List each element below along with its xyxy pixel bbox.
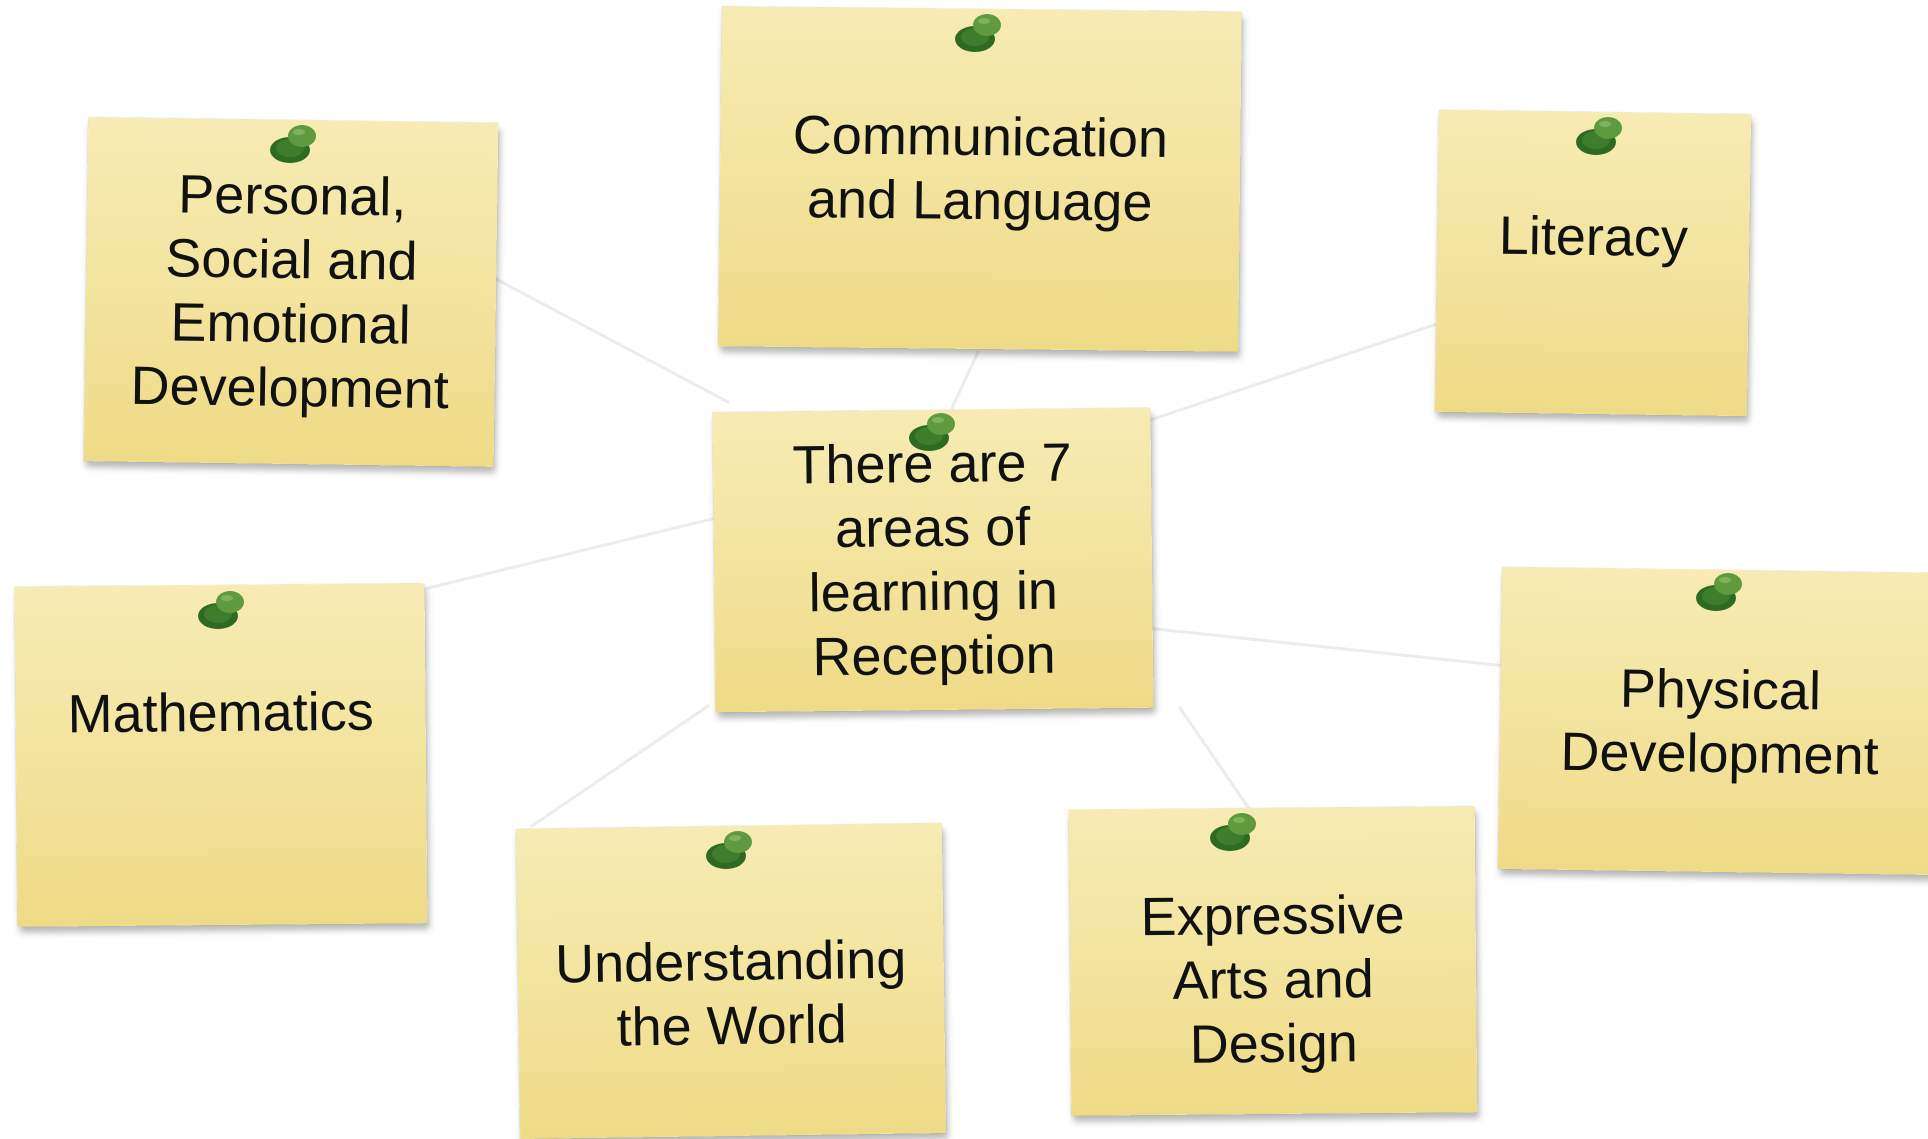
push-pin-icon [706,831,752,869]
note-personal-social-emotional: Personal, Social and Emotional Developme… [83,117,499,467]
note-label: Personal, Social and Emotional Developme… [130,164,450,421]
note-label: Literacy [1498,205,1689,269]
connector-lit [1148,321,1442,422]
push-pin-icon [909,413,955,451]
note-label: There are 7 areas of learning in Recepti… [792,432,1072,688]
note-label: Physical Development [1560,658,1880,787]
note-label: Expressive Arts and Design [1140,884,1405,1075]
note-label: Understanding the World [554,929,907,1058]
push-pin-icon [1210,813,1256,851]
connector-uw [530,704,710,828]
push-pin-icon [1576,117,1622,155]
connector-cl [950,350,980,410]
push-pin-icon [270,125,316,163]
note-mathematics: Mathematics [14,583,428,927]
push-pin-icon [1696,573,1742,611]
connector-math [418,516,718,592]
note-label: Communication and Language [792,105,1169,233]
connector-ead [1178,706,1252,812]
note-communication-language: Communication and Language [718,6,1242,352]
connector-pse [492,276,730,404]
connector-phys [1144,626,1508,668]
push-pin-icon [955,14,1001,52]
note-label: Mathematics [67,681,374,745]
note-expressive-arts-design: Expressive Arts and Design [1068,806,1478,1116]
push-pin-icon [198,591,244,629]
